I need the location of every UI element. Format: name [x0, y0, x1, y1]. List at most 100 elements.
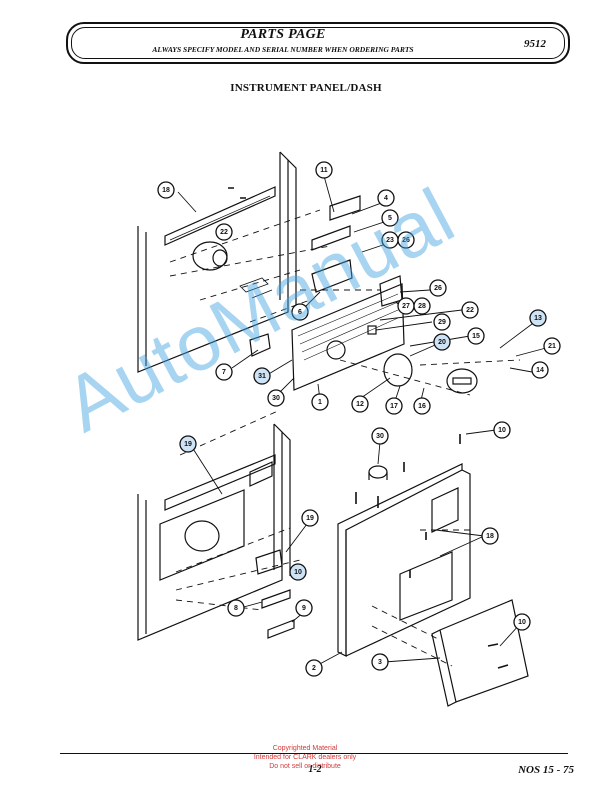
callout-balloon: [433, 333, 451, 351]
bracket-8: [261, 589, 291, 609]
callout-balloon: [413, 297, 431, 315]
header-title: PARTS PAGE: [240, 27, 326, 42]
callout-balloon: [227, 599, 245, 617]
section-title: INSTRUMENT PANEL/DASH: [230, 82, 382, 94]
meter-hourmeter: [446, 368, 478, 394]
callout-label: 29: [438, 319, 446, 326]
callout-label: 28: [418, 303, 426, 310]
callout-8: 8: [227, 599, 245, 617]
callout-balloon: [385, 397, 403, 415]
callout-label: 5: [388, 215, 392, 222]
callout-10: 10: [289, 563, 307, 581]
cluster-plate: [291, 283, 405, 391]
callout-10: 10: [493, 421, 511, 439]
callout-balloon: [529, 309, 547, 327]
cowl-cutout-lower: [399, 551, 453, 621]
callout-27: 27: [397, 297, 415, 315]
callout-16: 16: [413, 397, 431, 415]
callout-balloon: [413, 397, 431, 415]
callout-18: 18: [481, 527, 499, 545]
callout-balloon: [311, 393, 329, 411]
callout-label: 3: [378, 659, 382, 666]
lower-cluster-plate: [159, 489, 245, 581]
callout-26: 26: [397, 231, 415, 249]
callout-label: 23: [386, 237, 394, 244]
callout-label: 21: [548, 343, 556, 350]
callout-balloon: [543, 337, 561, 355]
diagram-lines: [137, 151, 547, 707]
callout-balloon: [301, 509, 319, 527]
callout-label: 19: [306, 515, 314, 522]
callout-label: 10: [498, 427, 506, 434]
lower-panel-outline: [137, 423, 283, 641]
callout-label: 10: [518, 619, 526, 626]
lower-switch-block: [249, 461, 273, 487]
callout-balloon: [461, 301, 479, 319]
callout-6: 6: [291, 303, 309, 321]
bracket-9: [267, 619, 295, 639]
callout-balloon: [371, 653, 389, 671]
callout-balloon: [305, 659, 323, 677]
callout-balloon: [513, 613, 531, 631]
meter-window: [452, 377, 472, 385]
callout-26: 26: [429, 279, 447, 297]
callout-label: 18: [162, 187, 170, 194]
callout-label: 31: [258, 373, 266, 380]
callout-balloon: [381, 209, 399, 227]
header-inner-border: [71, 27, 565, 59]
callout-label: 4: [384, 195, 388, 202]
header-box: PARTS PAGE ALWAYS SPECIFY MODEL AND SERI…: [66, 22, 570, 64]
callout-label: 18: [486, 533, 494, 540]
callout-label: 15: [472, 333, 480, 340]
callout-7: 7: [215, 363, 233, 381]
callout-balloon: [215, 363, 233, 381]
callout-balloon: [291, 303, 309, 321]
lower-panel-bracket: [273, 424, 291, 576]
callout-22: 22: [215, 223, 233, 241]
cowl-cutout-upper: [431, 487, 459, 533]
callout-19: 19: [179, 435, 197, 453]
callout-balloon: [397, 231, 415, 249]
callout-11: 11: [315, 161, 333, 179]
bracket-5: [311, 225, 351, 251]
callout-balloon: [481, 527, 499, 545]
copyright-line-1: Copyrighted Material: [272, 745, 338, 752]
callout-balloon: [429, 279, 447, 297]
callout-label: 22: [466, 307, 474, 314]
callout-label: 8: [234, 605, 238, 612]
callout-label: 30: [272, 395, 280, 402]
callout-label: 10: [294, 569, 302, 576]
footer-rule: [60, 753, 568, 754]
upper-panel-bracket: [279, 152, 297, 306]
callout-balloon: [377, 189, 395, 207]
callout-label: 17: [390, 403, 398, 410]
callout-balloon: [267, 389, 285, 407]
callout-label: 12: [356, 401, 364, 408]
footer-page-number: 1-2: [308, 764, 322, 775]
callout-label: 22: [220, 229, 228, 236]
callout-balloon: [295, 599, 313, 617]
lower-top-rail: [164, 454, 276, 511]
callout-10: 10: [513, 613, 531, 631]
copyright-notice: Copyrighted Material Intended for CLARK …: [220, 744, 390, 771]
plate-3: [439, 599, 529, 703]
callout-17: 17: [385, 397, 403, 415]
callout-label: 13: [534, 315, 542, 322]
callout-19: 19: [301, 509, 319, 527]
copyright-line-3: Do not sell or distribute: [269, 763, 341, 770]
callout-9: 9: [295, 599, 313, 617]
callout-balloon: [179, 435, 197, 453]
callout-label: 27: [402, 303, 410, 310]
callout-balloon: [315, 161, 333, 179]
callout-label: 7: [222, 369, 226, 376]
footer-doc-code: NOS 15 - 75: [518, 764, 574, 776]
callout-balloon: [215, 223, 233, 241]
cluster-plate-ribs: [297, 293, 399, 361]
callout-label: 16: [418, 403, 426, 410]
callout-balloon: [253, 367, 271, 385]
header-subtitle: ALWAYS SPECIFY MODEL AND SERIAL NUMBER W…: [152, 45, 414, 54]
callout-label: 6: [298, 309, 302, 316]
gauge-22-stem: [212, 249, 228, 267]
